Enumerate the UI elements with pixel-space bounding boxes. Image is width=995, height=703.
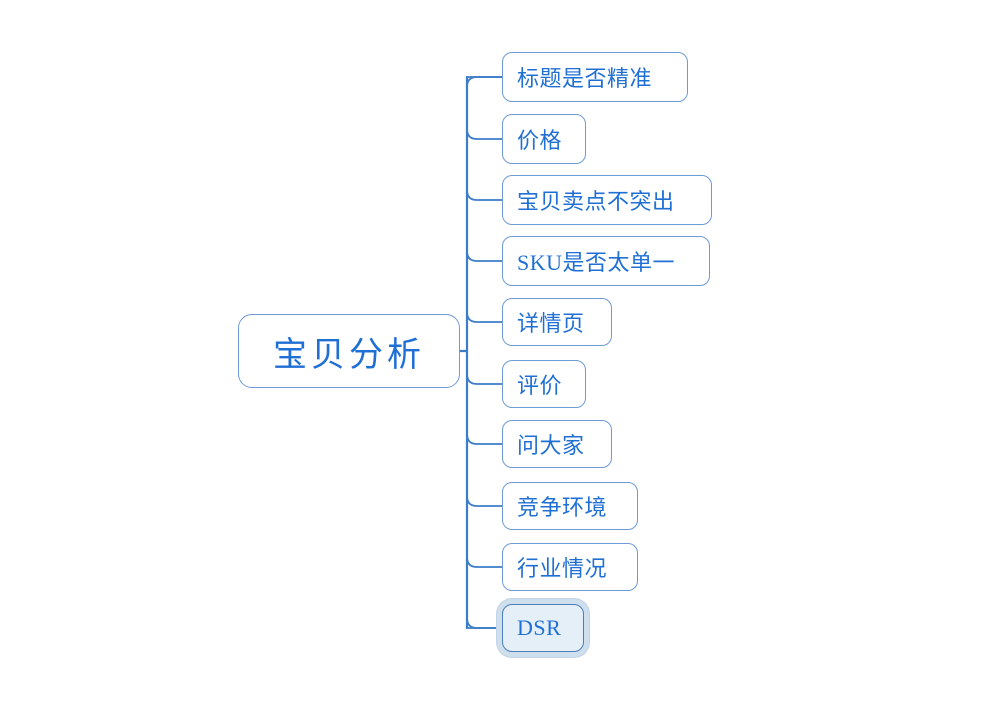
- connector-branch-8: [466, 495, 503, 507]
- node-reviews[interactable]: 评价: [502, 360, 586, 408]
- connector-branch-9: [466, 556, 503, 568]
- node-industry[interactable]: 行业情况: [502, 543, 638, 591]
- node-label: 行业情况: [517, 556, 608, 581]
- node-ask-everyone[interactable]: 问大家: [502, 420, 612, 468]
- connector-branch-7: [466, 433, 503, 445]
- node-label: 详情页: [517, 311, 585, 336]
- connector-branch-2: [466, 128, 503, 140]
- node-dsr[interactable]: DSR: [502, 604, 584, 652]
- node-price[interactable]: 价格: [502, 114, 586, 164]
- node-detail-page[interactable]: 详情页: [502, 298, 612, 346]
- connector-branch-cap-top: [466, 76, 503, 88]
- node-label: 宝贝分析: [273, 335, 425, 374]
- connector-branch-cap-bottom: [466, 617, 503, 629]
- connector-branch-4: [466, 250, 503, 262]
- connector-branch-5: [466, 311, 503, 323]
- node-label: 宝贝卖点不突出: [517, 189, 675, 214]
- root-node-product-analysis[interactable]: 宝贝分析: [238, 314, 460, 388]
- node-label: 竞争环境: [517, 495, 608, 520]
- node-label: 价格: [517, 128, 563, 153]
- node-label: DSR: [517, 615, 562, 640]
- node-competition[interactable]: 竞争环境: [502, 482, 638, 530]
- node-label: 标题是否精准: [517, 66, 653, 91]
- node-label: 评价: [517, 373, 563, 398]
- connector-branch-3: [466, 189, 503, 201]
- node-sku-variety[interactable]: SKU是否太单一: [502, 236, 710, 286]
- node-title-accuracy[interactable]: 标题是否精准: [502, 52, 688, 102]
- node-label: 问大家: [517, 433, 585, 458]
- node-selling-points[interactable]: 宝贝卖点不突出: [502, 175, 712, 225]
- node-label: SKU是否太单一: [517, 250, 676, 275]
- connector-branch-6: [466, 373, 503, 385]
